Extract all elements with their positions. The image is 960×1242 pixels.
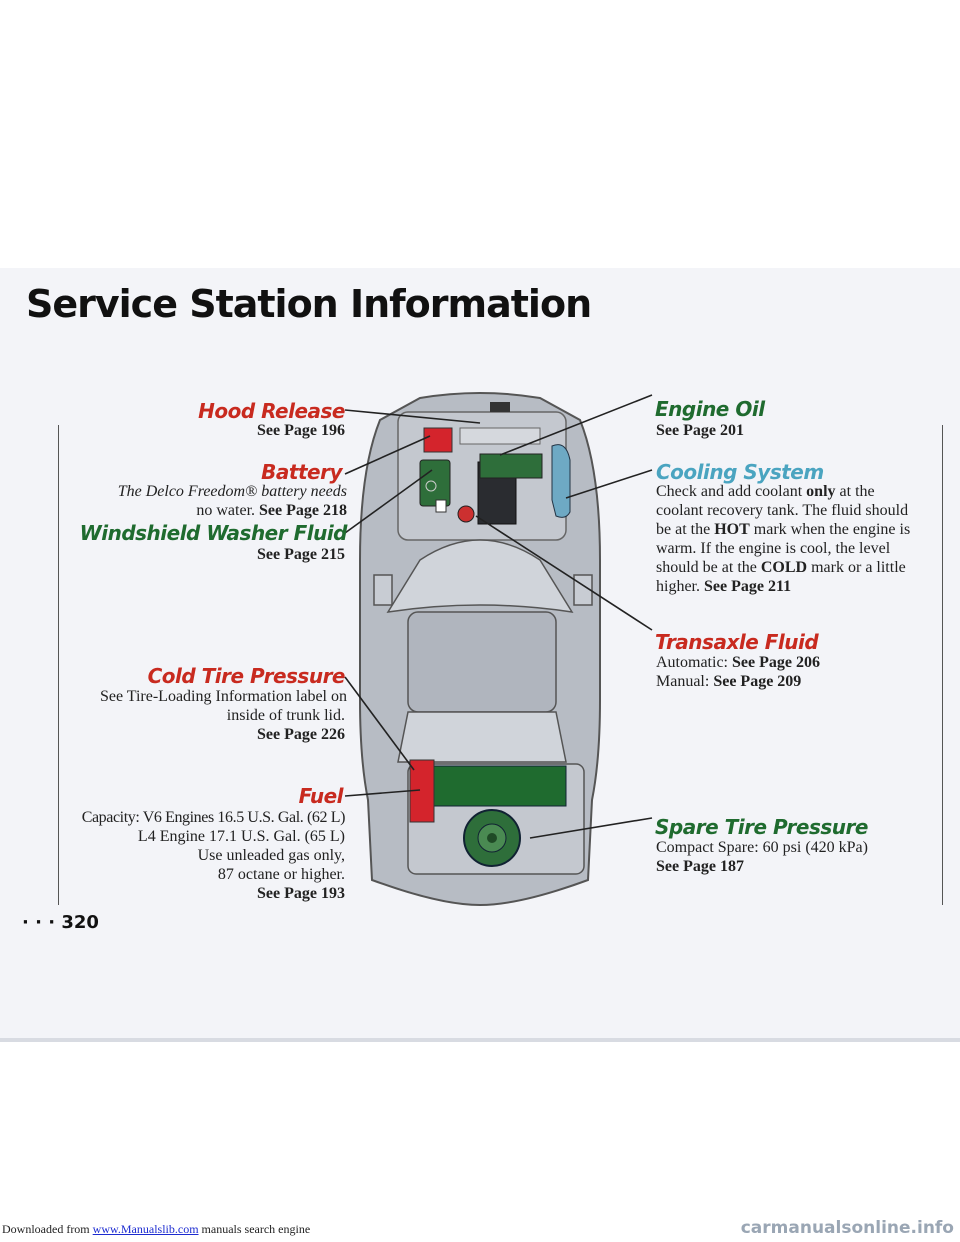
spare-tire-text: Compact Spare: 60 psi (420 kPa): [656, 839, 868, 856]
fuel-label: Fuel: [298, 784, 344, 808]
battery-component: [423, 427, 453, 453]
left-mirror: [373, 574, 393, 606]
rear-window: [397, 711, 567, 763]
transaxle-dipstick-component: [457, 505, 475, 523]
page-title: Service Station Information: [26, 282, 592, 326]
engine-oil-page: See Page 201: [656, 422, 744, 439]
manualslib-link[interactable]: www.Manualslib.com: [92, 1222, 199, 1236]
cold-tire-page: See Page 226: [257, 726, 345, 743]
right-margin-rule: [942, 425, 943, 905]
fuel-page: See Page 193: [257, 885, 345, 902]
spare-tire-page: See Page 187: [656, 858, 744, 875]
fuel-unleaded: Use unleaded gas only,: [197, 847, 345, 864]
coolant-tank-component: [551, 444, 571, 518]
battery-text-2: no water. See Page 218: [196, 502, 347, 519]
cooling-system-page: See Page 211: [704, 578, 792, 595]
washer-fluid-page: See Page 215: [257, 546, 345, 563]
fuel-capacity-l4: L4 Engine 17.1 U.S. Gal. (65 L): [137, 828, 345, 845]
battery-page: See Page 218: [259, 502, 347, 519]
cooling-system-text: Check and add coolant only at the coolan…: [656, 483, 911, 595]
cold-tire-text-2: inside of trunk lid.: [226, 707, 345, 724]
fuel-tank-component: [433, 765, 567, 807]
cold-tire-label: Cold Tire Pressure: [147, 664, 346, 688]
leader-lines: [344, 394, 653, 839]
transaxle-manual: Manual: See Page 209: [656, 673, 802, 690]
windshield: [386, 539, 574, 613]
watermark: carmanualsonline.info: [740, 1218, 954, 1238]
cooling-system-label: Cooling System: [656, 460, 824, 484]
footer-text: Downloaded from www.Manualslib.com manua…: [2, 1222, 311, 1236]
cold-tire-text: See Tire-Loading Information label on: [99, 688, 347, 705]
spare-tire-label: Spare Tire Pressure: [655, 815, 868, 839]
engine-oil-label: Engine Oil: [655, 397, 765, 421]
hood-release-page: See Page 196: [257, 422, 345, 439]
battery-label: Battery: [261, 460, 342, 484]
transaxle-label: Transaxle Fluid: [655, 630, 819, 654]
page-bottom-bar: [0, 1038, 960, 1042]
roof: [407, 611, 557, 713]
washer-fluid-label: Windshield Washer Fluid: [79, 521, 348, 545]
fuel-capacity-v6: Capacity: V6 Engines 16.5 U.S. Gal. (62 …: [81, 809, 346, 826]
fuel-octane: 87 octane or higher.: [217, 866, 345, 883]
hood-release-label: Hood Release: [198, 399, 345, 423]
battery-text: The Delco Freedom® battery needs: [117, 483, 347, 500]
hood-release-component: [490, 402, 510, 412]
transaxle-automatic: Automatic: See Page 206: [656, 654, 820, 671]
left-margin-rule: [58, 425, 59, 905]
page-number: · · · 320: [22, 912, 99, 933]
